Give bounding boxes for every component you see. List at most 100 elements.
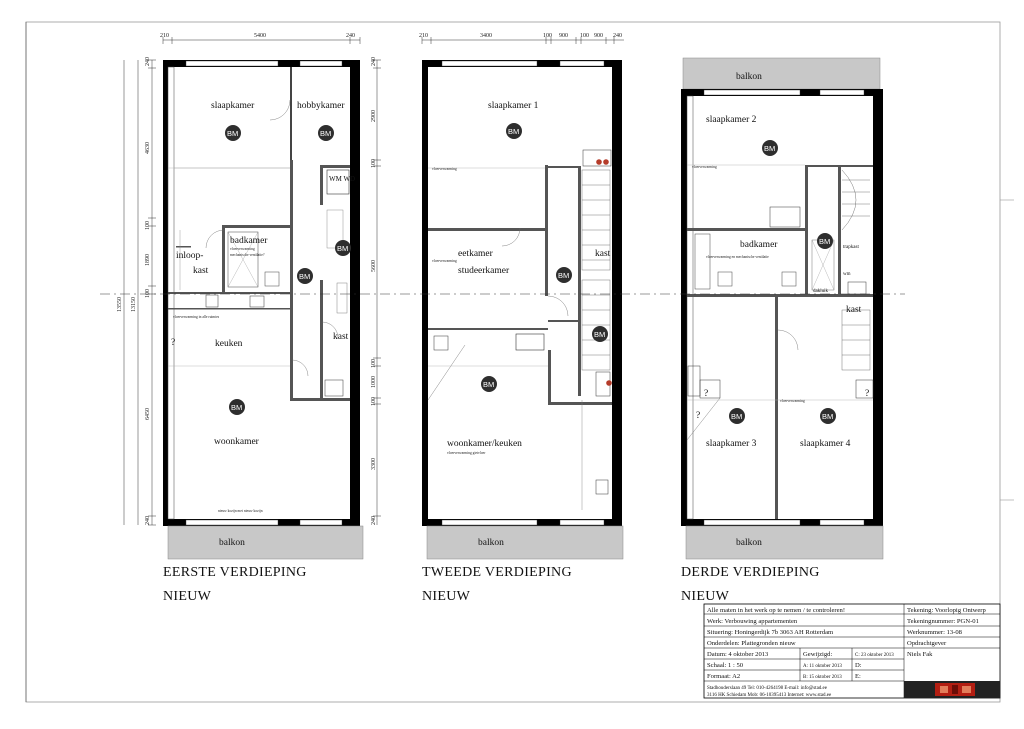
dim-label: 13550 — [117, 297, 123, 312]
floor-heading: TWEEDE VERDIEPING — [422, 565, 572, 580]
title-work-number: Werknummer: 13-08 — [907, 629, 963, 636]
room-label-woonkamer-keuken: woonkamer/keuken — [447, 439, 522, 449]
note-text: vloerverwarming en mechanische ventilati… — [706, 255, 769, 259]
dim-label: 1890 — [145, 254, 151, 266]
balcony-label: balkon — [478, 538, 504, 548]
dim-label: 100 — [371, 159, 377, 168]
bm-marker: BM — [299, 272, 310, 281]
washer-dryer-label: WM WD — [329, 175, 355, 183]
balcony-label: balkon — [219, 538, 245, 548]
bm-markers: BM BM BM BM — [481, 123, 608, 392]
side-dimension-lines — [373, 59, 381, 525]
room-label-hobbykamer: hobbykamer — [297, 101, 345, 111]
dim-label: 5400 — [254, 33, 266, 39]
room-label-slaapkamer-1: slaapkamer 1 — [488, 101, 539, 111]
dim-label: 210 — [419, 33, 428, 39]
bm-marker: BM — [819, 237, 830, 246]
title-work: Werk: Verbouwing appartementen — [707, 618, 798, 625]
title-address-1: Stadhouderslaan 49 Tel: 010-4264198 E-ma… — [707, 686, 828, 691]
unknown-mark: ? — [171, 338, 175, 348]
bm-marker: BM — [227, 129, 238, 138]
dim-label: 100 — [371, 397, 377, 406]
bm-marker: BM — [558, 271, 569, 280]
dim-label: 2900 — [371, 110, 377, 122]
dim-label: 900 — [559, 33, 568, 39]
room-label-keuken: keuken — [215, 339, 243, 349]
note-text: vloerverwarming — [780, 399, 805, 403]
room-label-trapkast: trapkast — [843, 245, 859, 250]
dim-label: 3300 — [371, 458, 377, 470]
room-label-slaapkamer-2: slaapkamer 2 — [706, 115, 757, 125]
bm-marker: BM — [764, 144, 775, 153]
title-drawing-number: Tekeningnummer: PGN-01 — [907, 618, 979, 625]
bm-marker: BM — [337, 244, 348, 253]
room-label-inloop: inloop- — [176, 251, 203, 261]
floor-plan-tweede: 210 3400 100 900 100 900 240 240 2900 10… — [371, 33, 624, 604]
dim-label: 240 — [371, 57, 377, 66]
dim-label: 4630 — [145, 142, 151, 154]
title-rev-e: E: — [855, 673, 861, 680]
title-address-2: 3116 HK Schiedam Mob: 06-10395413 Intern… — [707, 693, 832, 698]
side-dim-labels: 240 2900 100 5600 100 1000 100 3300 240 — [371, 57, 377, 525]
floor-plan-eerste: 210 5400 240 240 4630 100 1890 100 6450 … — [117, 33, 364, 604]
room-label-woonkamer: woonkamer — [214, 437, 260, 447]
dim-label: 100 — [145, 221, 151, 230]
title-note: Alle maten in het werk op te nemen / te … — [707, 607, 845, 614]
title-changed: Gewijzigd: — [803, 651, 832, 658]
balcony — [167, 525, 364, 560]
side-dim-labels: 240 4630 100 1890 100 6450 240 13550 131… — [117, 57, 151, 525]
note-text: vloerverwarming — [432, 167, 457, 171]
balcony-label: balkon — [736, 72, 762, 82]
dim-label: 100 — [371, 359, 377, 368]
note-text: vloerverwarming — [230, 247, 255, 251]
dim-label: 100 — [145, 289, 151, 298]
title-client: Niels Fak — [907, 651, 933, 658]
bm-marker: BM — [822, 412, 833, 421]
dim-label: 240 — [613, 33, 622, 39]
title-date: Datum: 4 oktober 2013 — [707, 651, 769, 658]
bm-marker: BM — [231, 403, 242, 412]
dim-label: 240 — [346, 33, 355, 39]
floor-subheading: NIEUW — [422, 589, 471, 604]
room-label-badkamer: badkamer — [740, 240, 778, 250]
title-drawing: Tekening: Voorlopig Ontwerp — [907, 607, 986, 614]
bm-marker: BM — [483, 380, 494, 389]
balcony — [426, 525, 624, 560]
dim-label: 100 — [580, 33, 589, 39]
note-text: nieuw kozijn met nieuw kozijn — [218, 509, 263, 513]
room-label-slaapkamer-3: slaapkamer 3 — [706, 439, 757, 449]
walls — [163, 60, 360, 526]
room-label-wm: wm — [843, 272, 851, 277]
title-scale: Schaal: 1 : 50 — [707, 662, 744, 669]
bm-marker: BM — [320, 129, 331, 138]
bm-markers: BM BM BM BM BM — [225, 125, 351, 415]
title-rev-a: A: 11 oktober 2013 — [803, 664, 842, 669]
dim-label: 1000 — [371, 376, 377, 388]
floor-heading: EERSTE VERDIEPING — [163, 565, 307, 580]
room-label-slaapkamer-4: slaapkamer 4 — [800, 439, 851, 449]
note-text: vloerverwarming — [692, 165, 717, 169]
bm-marker: BM — [508, 127, 519, 136]
room-label-kast: kast — [595, 249, 611, 259]
room-label-eetkamer: eetkamer — [458, 249, 494, 259]
dim-label: 100 — [543, 33, 552, 39]
bm-markers: BM BM BM BM — [729, 140, 836, 424]
side-dimension-lines — [123, 59, 156, 526]
title-client-label: Opdrachtgever — [907, 640, 947, 647]
unknown-mark: ? — [704, 389, 708, 399]
walls — [422, 60, 622, 526]
title-format: Formaat: A2 — [707, 673, 740, 680]
bm-marker: BM — [731, 412, 742, 421]
bm-marker: BM — [594, 330, 605, 339]
dim-label: 5600 — [371, 260, 377, 272]
title-rev-b: B: 15 oktober 2013 — [803, 675, 842, 680]
walls — [681, 89, 883, 526]
dim-label: 210 — [160, 33, 169, 39]
floor-subheading: NIEUW — [163, 589, 212, 604]
balcony — [685, 525, 884, 560]
dim-label: 240 — [145, 57, 151, 66]
dim-label: 240 — [145, 516, 151, 525]
room-label-kast: kast — [193, 266, 209, 276]
